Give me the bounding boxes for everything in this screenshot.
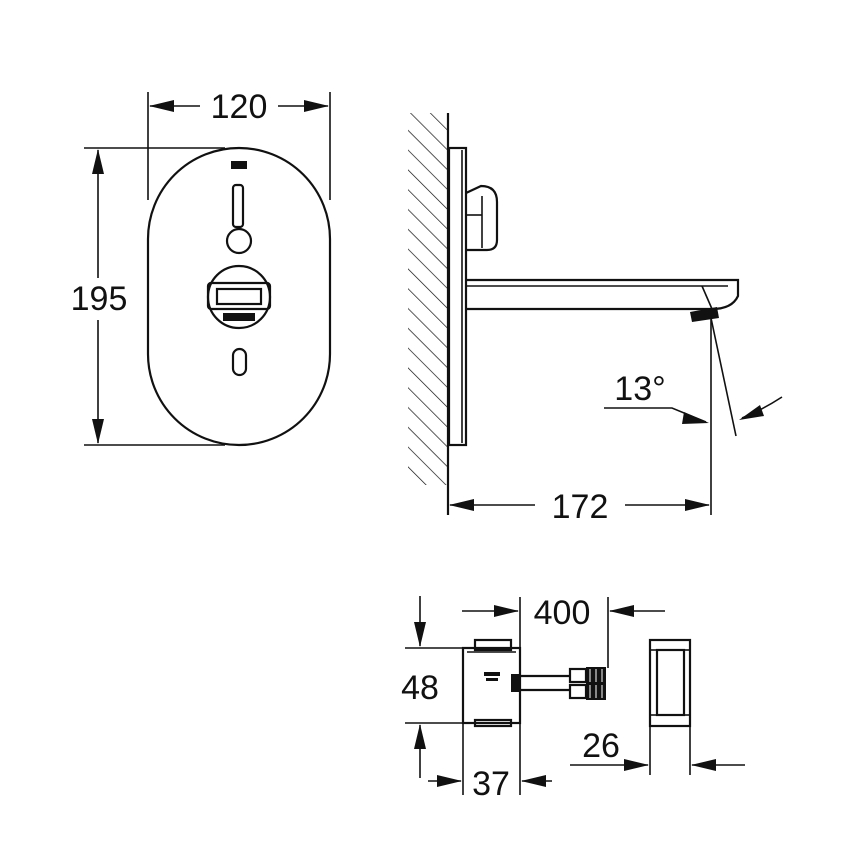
indicator-led-icon: [231, 161, 247, 169]
lever-side-icon: [465, 184, 499, 252]
plate-profile: [447, 146, 468, 447]
dim-label-26: 26: [582, 727, 620, 765]
power-box: [461, 638, 522, 728]
faucet-side-view: 13° 172: [408, 113, 783, 526]
dim-label-172: 172: [552, 488, 609, 526]
dim-label-48: 48: [401, 669, 439, 707]
box-cover: [648, 638, 692, 728]
wall-hatching: [408, 113, 448, 485]
dim-label-120: 120: [211, 88, 268, 126]
cable-connectors: [520, 667, 606, 700]
brand-logo: [484, 672, 500, 681]
dim-front-height: 195: [71, 149, 128, 444]
dim-box-depth: 37: [428, 765, 552, 803]
dim-cable-length: 400: [462, 594, 665, 632]
spray-angle-line: [710, 317, 737, 437]
box-body: [461, 646, 522, 725]
dim-label-195: 195: [71, 280, 128, 318]
cover-outline: [648, 638, 692, 728]
power-box-assembly: 400: [401, 594, 745, 803]
dim-label-37: 37: [472, 765, 510, 803]
sensor-window-icon: [206, 264, 272, 330]
dim-label-13-degrees: 13°: [614, 370, 665, 408]
spout-icon: [466, 278, 740, 311]
dim-cover-depth: 26: [570, 727, 745, 771]
dim-spray-angle: 13°: [604, 370, 783, 424]
faucet-front-view: [146, 146, 332, 447]
dim-box-height: 48: [401, 596, 439, 778]
lever-icon: [225, 183, 253, 255]
dim-front-width: 120: [149, 88, 329, 126]
box-top-tab: [473, 638, 513, 652]
dim-projection: 172: [449, 488, 710, 526]
slot-icon: [231, 347, 248, 377]
dim-label-400: 400: [534, 594, 591, 632]
front-view: 120 195: [71, 88, 332, 447]
